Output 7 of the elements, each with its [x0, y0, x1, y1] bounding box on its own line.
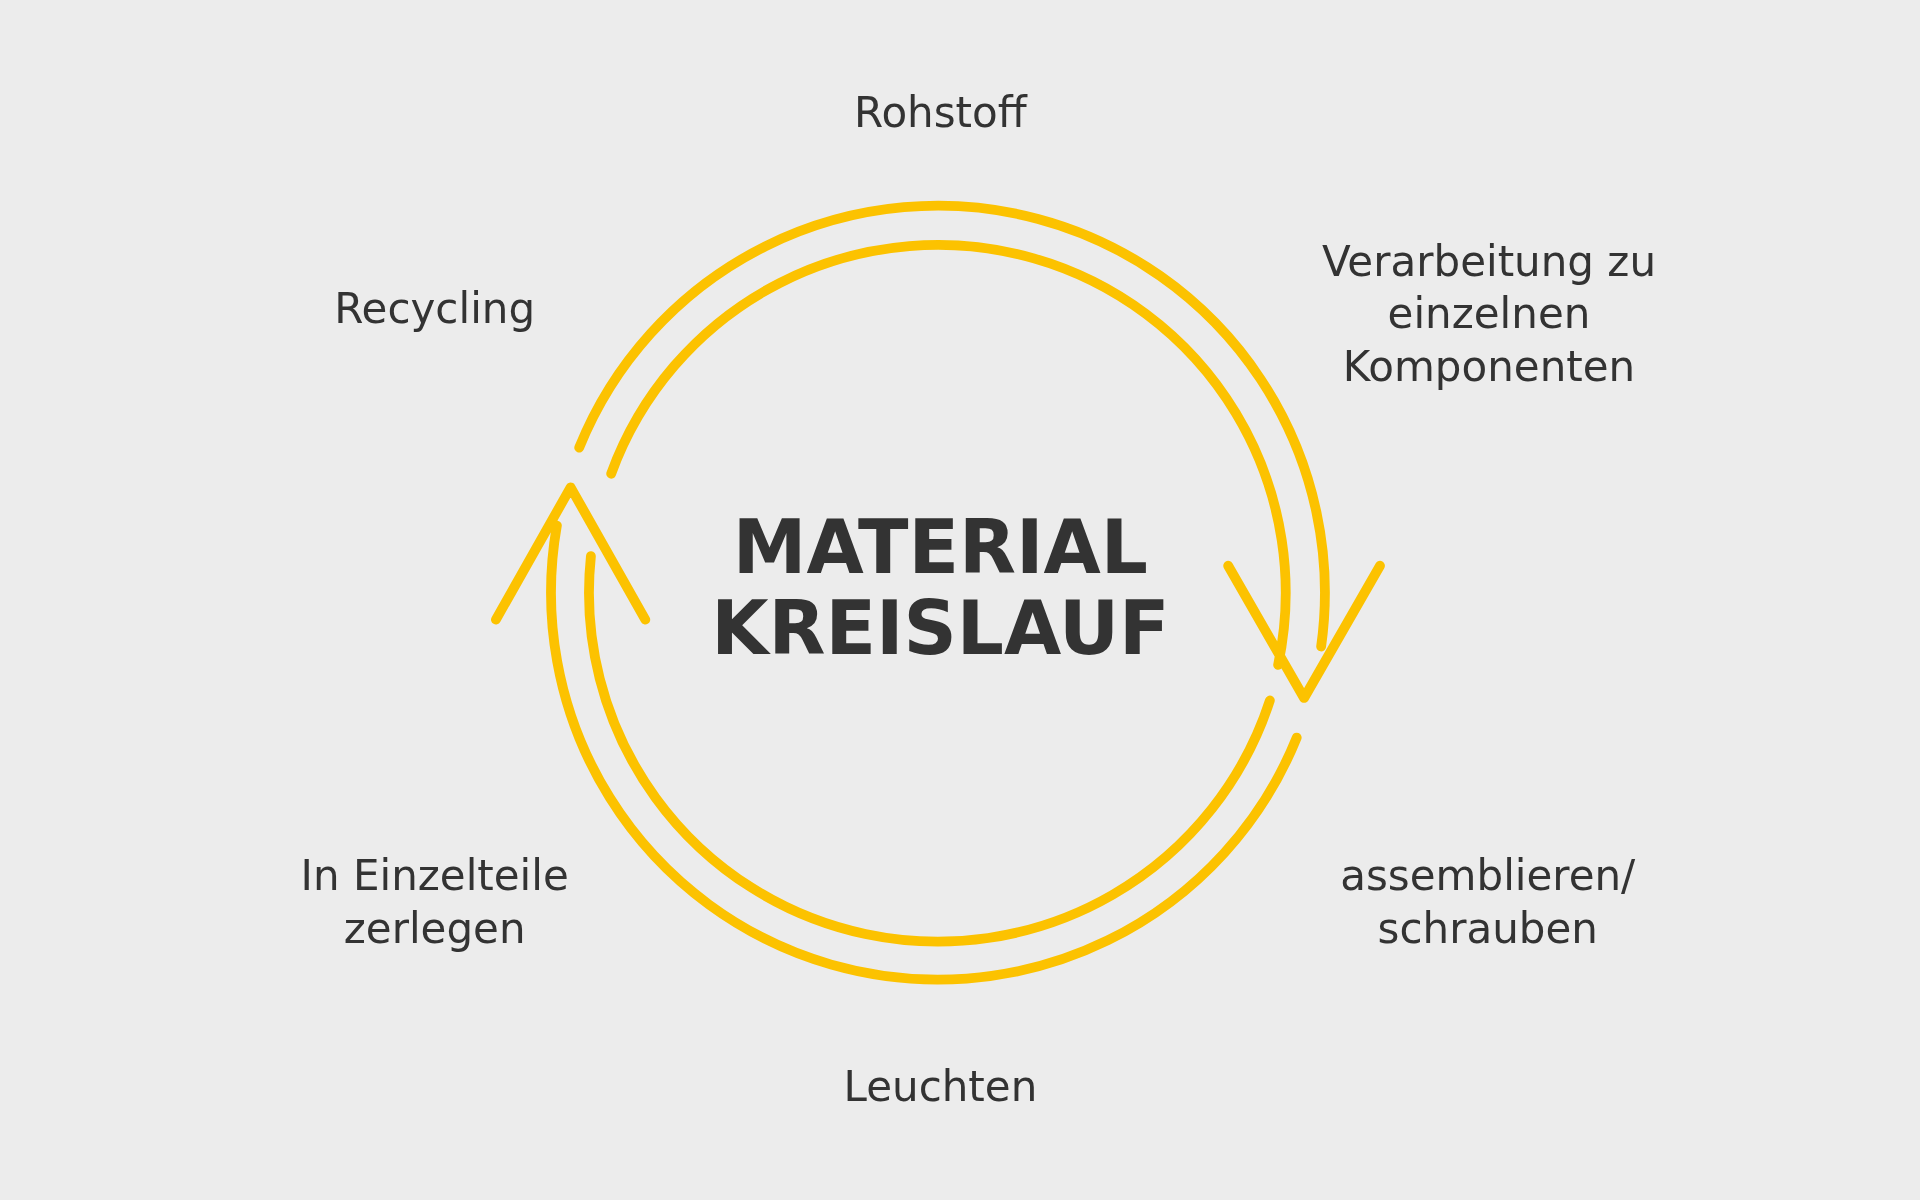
diagram-title: MATERIAL KREISLAUF	[710, 506, 1171, 670]
stage-label: Leuchten	[843, 1061, 1038, 1114]
stage-label: assemblieren/ schrauben	[1339, 849, 1637, 955]
stage-label: Recycling	[334, 282, 536, 335]
stage-label: In Einzelteile zerlegen	[299, 849, 570, 955]
stage-label: Verarbeitung zu einzelnen Komponenten	[1320, 235, 1658, 393]
stage-label: Rohstoff	[854, 86, 1027, 139]
